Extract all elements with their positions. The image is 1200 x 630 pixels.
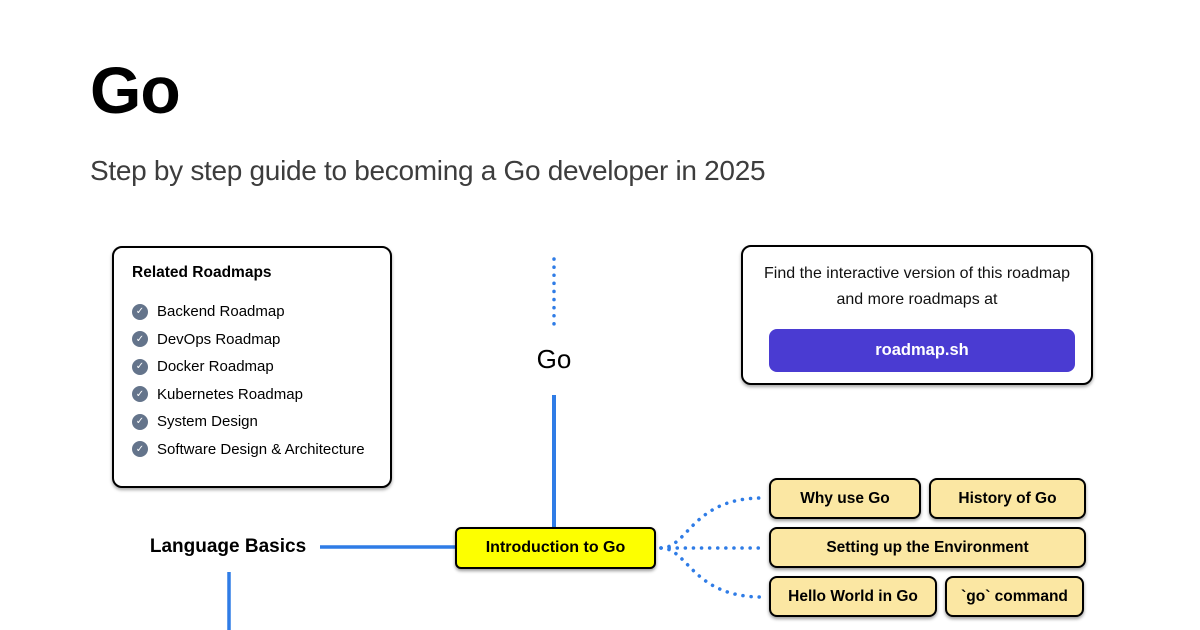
related-roadmap-docker[interactable]: ✓ Docker Roadmap	[132, 353, 372, 381]
related-roadmap-kubernetes[interactable]: ✓ Kubernetes Roadmap	[132, 381, 372, 409]
page-subtitle: Step by step guide to becoming a Go deve…	[90, 155, 766, 186]
related-roadmap-label: Kubernetes Roadmap	[157, 385, 303, 403]
related-roadmap-backend[interactable]: ✓ Backend Roadmap	[132, 298, 372, 326]
roadmap-root-label[interactable]: Go	[536, 344, 572, 374]
check-icon: ✓	[132, 331, 148, 348]
banner-text-line2: and more roadmaps at	[836, 291, 998, 308]
subtopic-hello-world-in-go[interactable]: Hello World in Go	[769, 576, 937, 617]
related-roadmap-software-design[interactable]: ✓ Software Design & Architecture	[132, 436, 372, 464]
related-roadmap-label: System Design	[157, 413, 258, 431]
subtopic-history-of-go[interactable]: History of Go	[929, 478, 1086, 519]
check-icon: ✓	[132, 303, 148, 320]
check-icon: ✓	[132, 386, 148, 403]
subtopic-setting-up-environment[interactable]: Setting up the Environment	[769, 527, 1086, 568]
related-roadmap-label: Software Design & Architecture	[157, 440, 365, 458]
subtopic-go-command[interactable]: `go` command	[945, 576, 1084, 617]
related-roadmap-label: Docker Roadmap	[157, 358, 274, 376]
related-roadmaps-card: Related Roadmaps ✓ Backend Roadmap ✓ Dev…	[112, 246, 392, 488]
related-roadmap-label: DevOps Roadmap	[157, 330, 281, 348]
check-icon: ✓	[132, 358, 148, 375]
related-roadmap-label: Backend Roadmap	[157, 303, 285, 321]
check-icon: ✓	[132, 441, 148, 458]
interactive-banner-card: Find the interactive version of this roa…	[741, 245, 1093, 385]
branch-label-language-basics[interactable]: Language Basics	[149, 536, 307, 557]
connector-topic-to-sub-3	[659, 546, 764, 599]
subtopic-why-use-go[interactable]: Why use Go	[769, 478, 921, 519]
roadmap-sh-button[interactable]: roadmap.sh	[769, 329, 1075, 372]
related-roadmap-system-design[interactable]: ✓ System Design	[132, 408, 372, 436]
related-roadmap-devops[interactable]: ✓ DevOps Roadmap	[132, 326, 372, 354]
page-title: Go	[90, 53, 181, 127]
check-icon: ✓	[132, 413, 148, 430]
banner-text-line1: Find the interactive version of this roa…	[764, 265, 1070, 282]
banner-text: Find the interactive version of this roa…	[743, 261, 1091, 313]
connector-topic-to-sub-0	[659, 496, 764, 550]
topic-introduction-to-go[interactable]: Introduction to Go	[455, 527, 656, 569]
related-roadmaps-title: Related Roadmaps	[132, 264, 272, 281]
